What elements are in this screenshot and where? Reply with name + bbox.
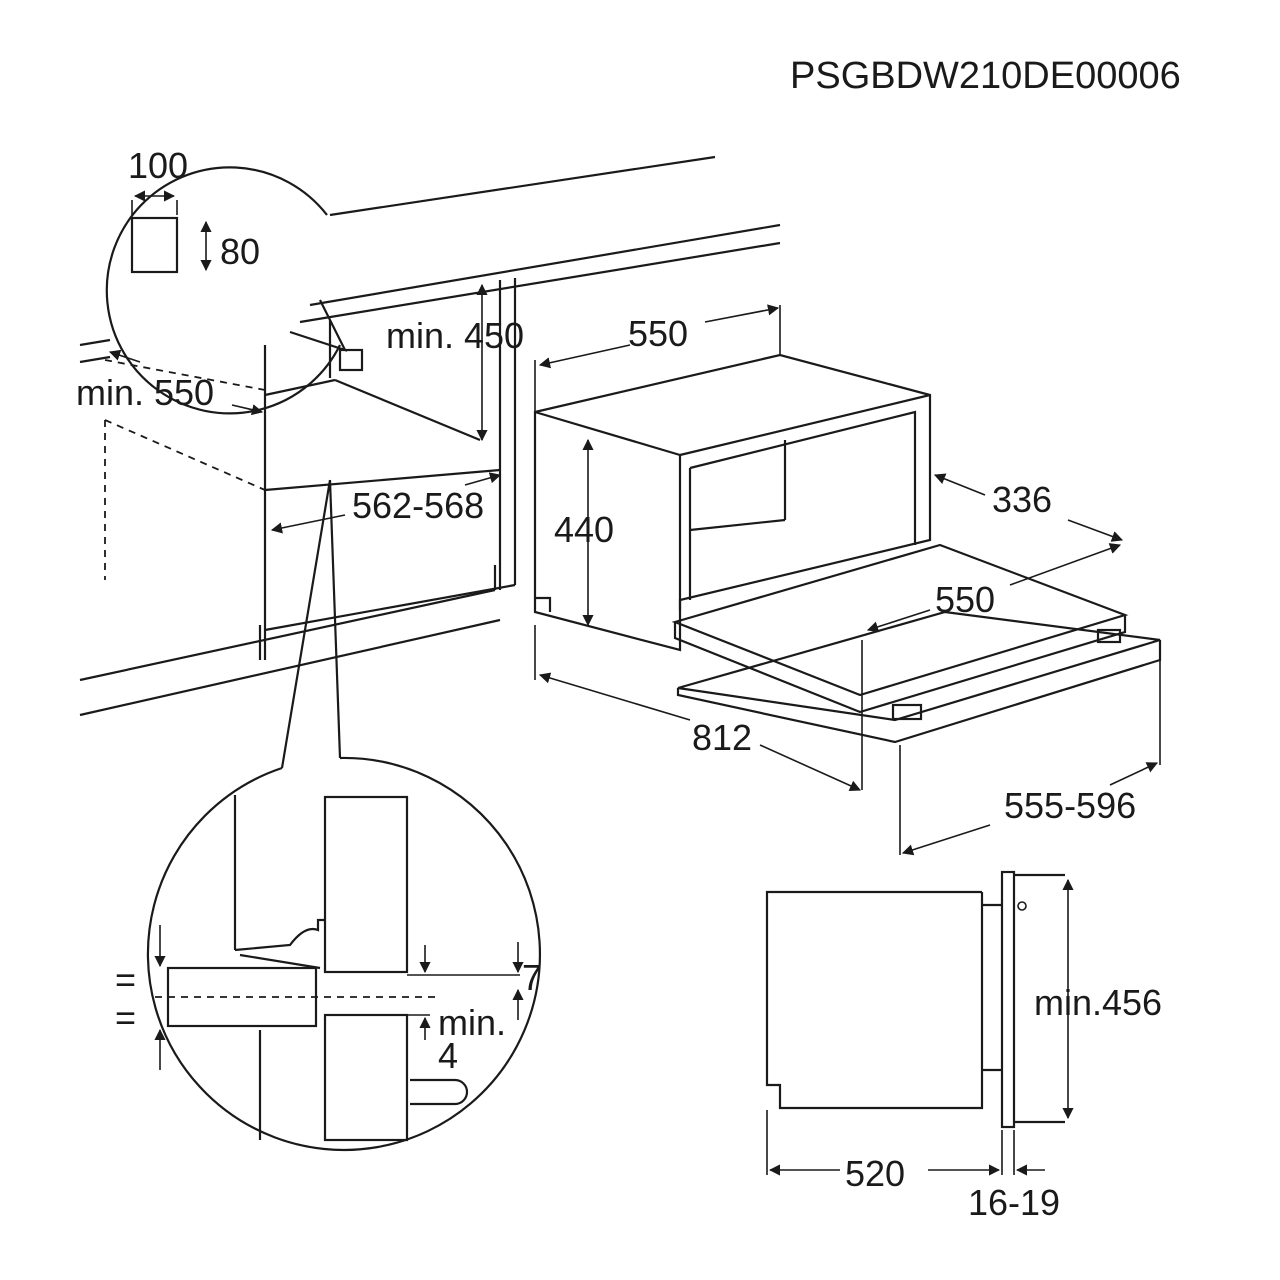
oven-side-view xyxy=(765,870,1065,1175)
dim-door-height: 336 xyxy=(992,479,1052,520)
dim-unit-height: 440 xyxy=(554,509,614,550)
dim-min-gap-label: min. xyxy=(438,1002,506,1043)
dim-min-height-above: min. 450 xyxy=(386,315,524,356)
dim-gap-top: 7 xyxy=(522,957,542,998)
dim-vent-height: 80 xyxy=(220,231,260,272)
dim-side-front: 16-19 xyxy=(968,1182,1060,1223)
dim-niche-width: 562-568 xyxy=(352,485,484,526)
kitchen-cabinet xyxy=(79,155,781,717)
dim-niche-depth-top: 550 xyxy=(628,313,688,354)
dim-side-min-height: min.456 xyxy=(1034,982,1162,1023)
gap-detail-circle xyxy=(146,479,542,1152)
dim-front-width: 555-596 xyxy=(1004,785,1136,826)
dim-side-depth: 520 xyxy=(845,1153,905,1194)
dim-vent-width: 100 xyxy=(128,145,188,186)
document-code: PSGBDW210DE00006 xyxy=(790,55,1181,97)
equal-sign-bottom: = xyxy=(115,997,136,1038)
oven-perspective xyxy=(533,353,1162,744)
equal-sign-top: = xyxy=(115,959,136,1000)
dim-unit-depth: 550 xyxy=(935,579,995,620)
dim-min-gap-value: 4 xyxy=(438,1035,458,1076)
dim-depth-open-door: 812 xyxy=(692,717,752,758)
vent-detail-circle xyxy=(105,166,364,415)
